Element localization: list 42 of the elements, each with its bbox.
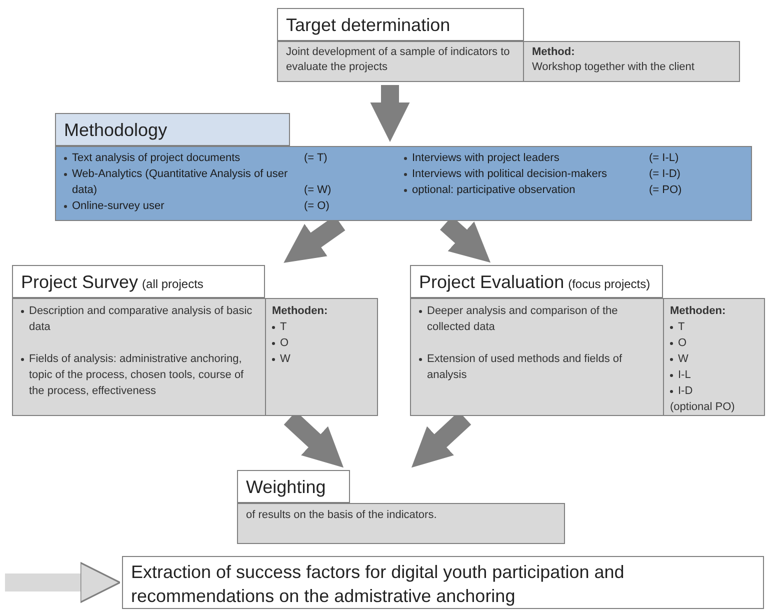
bullet-text: W	[280, 352, 290, 367]
section-subtitle: (all projects	[142, 276, 204, 293]
abbreviation: (= I-L)	[649, 151, 679, 166]
bullet-text: O	[678, 336, 687, 351]
body-text: of results on the basis of the indicators.	[246, 509, 437, 521]
methods-heading: Methoden:	[670, 304, 727, 319]
method-heading: Method:	[532, 45, 576, 60]
bullet-text: I-D	[678, 384, 693, 399]
bullet-text: W	[678, 352, 688, 367]
abbreviation: (= O)	[304, 199, 330, 214]
section-title: Project Evaluation	[419, 271, 564, 294]
bullet-text: Interviews with political decision-makers	[412, 167, 608, 182]
bullet-text: Deeper analysis and comparison of the collected data	[427, 304, 619, 335]
block-arrow	[370, 85, 410, 142]
bullet-text: Interviews with project leaders	[412, 151, 560, 166]
section-title: Weighting	[246, 476, 326, 499]
bullet-text: Extension of used methods and fields of analysis	[427, 352, 624, 383]
bullet-text: I-L	[678, 368, 691, 383]
abbreviation: (= T)	[304, 151, 328, 166]
bullet-text: Description and comparative analysis of basic data	[29, 304, 254, 335]
abbreviation: (= PO)	[649, 183, 682, 198]
section-subtitle: (focus projects)	[568, 276, 650, 293]
section-title: Target determination	[286, 14, 450, 37]
methods-note: (optional PO)	[670, 400, 735, 415]
method-text: Workshop together with the client	[532, 60, 694, 75]
methods-heading: Methoden:	[272, 304, 328, 319]
body-text: Joint development of a sample of indicators to evaluate the projects	[286, 46, 510, 73]
abbreviation: (= W)	[304, 183, 332, 198]
bullet-text: T	[280, 320, 287, 335]
bullet-text: Online-survey user	[72, 199, 164, 214]
bullet-text: Web-Analytics (Quantitative Analysis of user data)	[72, 167, 289, 198]
block-arrow	[5, 562, 121, 604]
result-box	[122, 556, 764, 609]
bullet-text: Text analysis of project documents	[72, 151, 240, 166]
result-text: Extraction of success factors for digital youth participation and recommendations on the admistrative anchoring	[131, 562, 624, 606]
section-title: Project Survey	[21, 271, 138, 294]
bullet-text: T	[678, 320, 685, 335]
bullet-text: O	[280, 336, 289, 351]
bullet-text: Fields of analysis: administrative anchoring, topic of the process, chosen tools, course of the process, effectiveness	[29, 352, 245, 399]
section-title: Methodology	[64, 119, 168, 142]
abbreviation: (= I-D)	[649, 167, 680, 182]
bullet-text: optional: participative observation	[412, 183, 576, 198]
